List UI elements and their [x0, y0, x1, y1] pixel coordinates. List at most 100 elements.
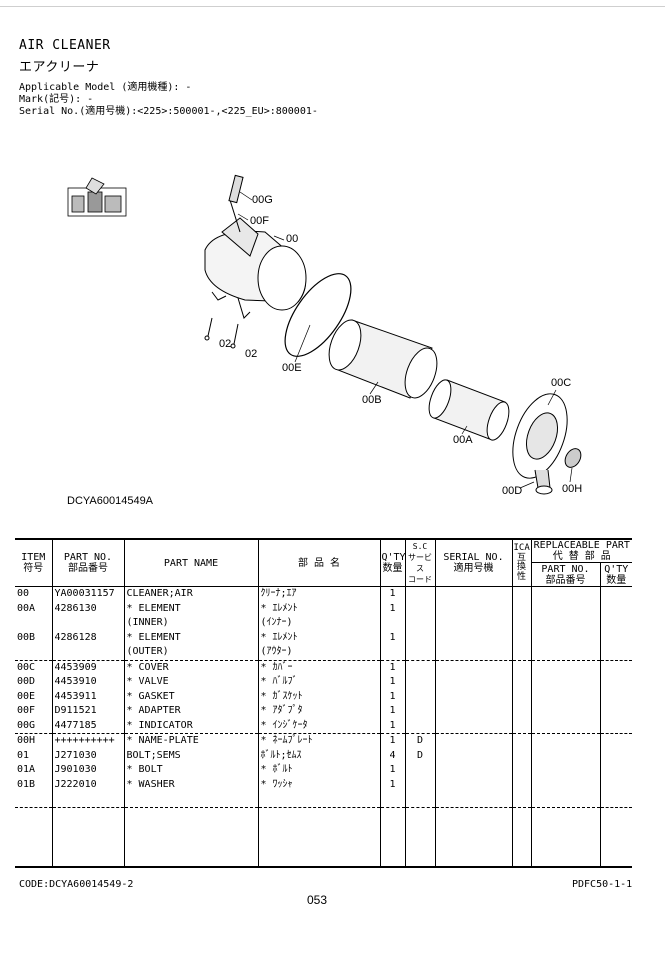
cell-empty — [511, 704, 531, 719]
cell-empty — [511, 659, 531, 675]
cell-empty — [599, 586, 633, 602]
filler-row — [15, 851, 633, 868]
cell-sc — [404, 777, 435, 792]
cell-empty — [599, 806, 633, 822]
cell-empty — [404, 836, 435, 851]
cell-item: 01A — [17, 764, 36, 775]
cell-empty — [123, 851, 258, 868]
cell-empty — [511, 601, 531, 616]
gasket-ring — [284, 273, 352, 357]
cell-empty — [511, 689, 531, 704]
cell-empty — [530, 763, 600, 778]
cell-part-no — [51, 645, 124, 660]
filler-row — [15, 836, 633, 851]
cell-jp: * ﾜｯｼｬ — [257, 777, 380, 792]
cell-jp: * ﾎﾞﾙﾄ — [257, 763, 380, 778]
cell-name: * VALVE — [123, 675, 258, 690]
cell-item: 01 — [17, 749, 30, 761]
cell-empty — [511, 822, 531, 837]
cell-jp: ﾎﾞﾙﾄ;ｾﾑｽ — [257, 748, 380, 763]
cell-empty — [530, 704, 600, 719]
cell-empty — [257, 822, 380, 837]
cell-empty — [434, 836, 512, 851]
table-row: (OUTER)(ｱｳﾀｰ) — [15, 645, 633, 660]
footer-code: CODE:DCYA60014549-2 — [19, 879, 134, 890]
cell-empty — [434, 792, 512, 807]
cell-part-no: 4453909 — [51, 659, 124, 675]
cell-empty — [15, 822, 52, 837]
cell-sc — [404, 704, 435, 719]
cell-qty: 1 — [379, 659, 405, 675]
cell-sc — [404, 689, 435, 704]
cell-name: * NAME-PLATE — [123, 733, 258, 749]
cell-jp: * ｶﾞｽｹｯﾄ — [257, 689, 380, 704]
callout-02b: 02 — [245, 348, 257, 360]
footer-ref: PDFC50-1-1 — [572, 879, 633, 890]
bolts — [204, 317, 239, 349]
cell-jp: ｸﾘｰﾅ;ｴｱ — [257, 586, 380, 602]
title-en: AIR CLEANER — [19, 38, 111, 53]
col-jp-name: 部 品 名 — [257, 538, 380, 587]
cell-empty — [434, 659, 512, 675]
cell-empty — [530, 777, 600, 792]
serial-line: Serial No.(適用号機):<225>:500001-,<225_EU>:… — [19, 106, 318, 117]
cell-empty — [434, 718, 512, 734]
cell-part-no: D911521 — [51, 704, 124, 719]
cell-sc — [404, 645, 435, 660]
cell-jp: * ﾊﾞﾙﾌﾞ — [257, 675, 380, 690]
cell-empty — [530, 851, 600, 868]
cell-empty — [257, 806, 380, 822]
cell-empty — [379, 851, 405, 868]
cell-empty — [51, 822, 124, 837]
cell-empty — [599, 659, 633, 675]
callout-00A: 00A — [453, 434, 473, 446]
cell-empty — [434, 601, 512, 616]
callout-00E: 00E — [282, 362, 302, 374]
cell-empty — [434, 689, 512, 704]
cell-qty — [379, 645, 405, 660]
callout-00H: 00H — [562, 483, 582, 495]
cell-sc — [404, 601, 435, 616]
cell-empty — [379, 792, 405, 807]
cell-empty — [404, 806, 435, 822]
cell-qty: 1 — [379, 630, 405, 645]
cell-part-no: YA00031157 — [51, 586, 124, 602]
cell-jp: * ｴﾚﾒﾝﾄ — [257, 630, 380, 645]
cell-empty — [511, 630, 531, 645]
cell-empty — [511, 851, 531, 868]
cell-empty — [511, 586, 531, 602]
cell-part-no: 4453911 — [51, 689, 124, 704]
cell-part-no: 4286128 — [51, 630, 124, 645]
col-serial: SERIAL NO.適用号機 — [434, 538, 512, 587]
cell-empty — [434, 822, 512, 837]
cover — [512, 393, 582, 495]
cell-empty — [434, 733, 512, 749]
cell-empty — [123, 836, 258, 851]
cell-empty — [123, 822, 258, 837]
cell-item: 00E — [17, 690, 36, 702]
cell-part-no: 4286130 — [51, 601, 124, 616]
cell-empty — [511, 806, 531, 822]
cell-empty — [530, 733, 600, 749]
cell-empty — [123, 806, 258, 822]
cell-empty — [599, 601, 633, 616]
cell-name: BOLT;SEMS — [123, 748, 258, 763]
cell-empty — [434, 851, 512, 868]
diagram-code: DCYA60014549A — [67, 495, 154, 507]
cell-empty — [599, 836, 633, 851]
inner-element — [428, 379, 510, 441]
cell-item: 00F — [17, 705, 36, 716]
cell-empty — [51, 836, 124, 851]
cell-sc — [404, 763, 435, 778]
cell-empty — [511, 645, 531, 660]
cell-empty — [511, 733, 531, 749]
